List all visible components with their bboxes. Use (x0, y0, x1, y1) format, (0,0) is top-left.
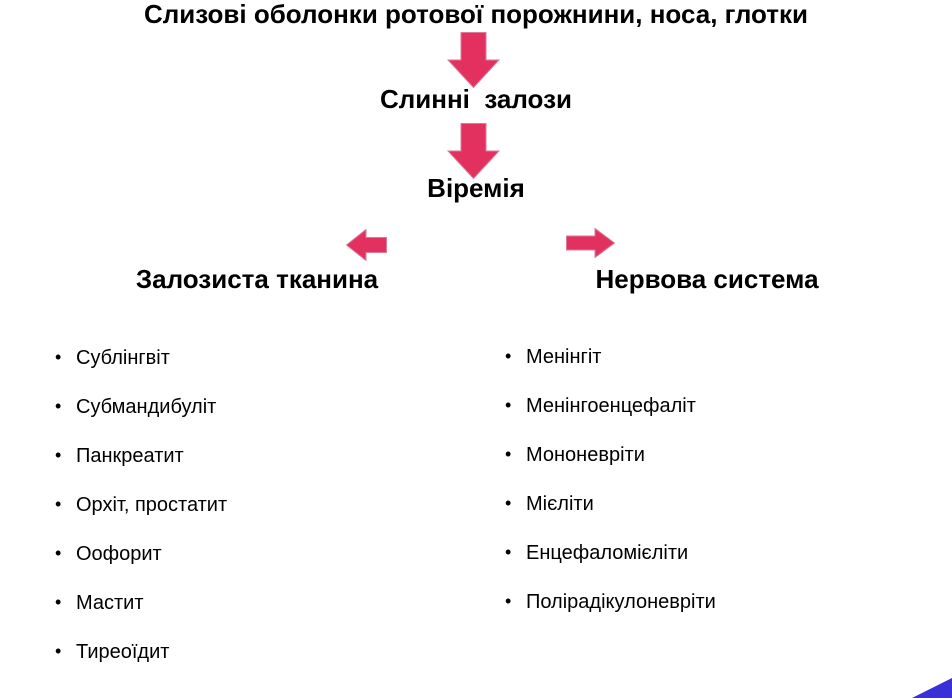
list-item: • Мієліти (505, 480, 716, 529)
bullet-icon: • (55, 543, 62, 563)
bullet-icon: • (55, 494, 62, 514)
left-arrow-shape (346, 229, 387, 261)
bullet-icon: • (505, 346, 512, 366)
list-item: • Панкреатит (55, 432, 227, 481)
flow-step-viremia: Віремія (427, 173, 525, 203)
bullet-icon: • (55, 347, 62, 367)
right-arrow-shape (566, 228, 615, 258)
list-item: • Менінгоенцефаліт (505, 382, 716, 431)
right-arrow-icon (566, 228, 615, 258)
glandular-complications-list: • Сублінгвіт • Субмандибуліт • Панкреатит • Орх… (55, 334, 227, 677)
bullet-icon: • (505, 493, 512, 513)
list-item: • Сублінгвіт (55, 334, 227, 383)
bullet-icon: • (505, 591, 512, 611)
branch-heading-glandular-tissue: Залозиста тканина (135, 264, 379, 294)
list-item-label: Менінгіт (526, 346, 602, 368)
list-item-label: Тиреоїдит (76, 641, 170, 663)
corner-triangle-decoration (912, 678, 952, 698)
list-item: • Орхіт, простатит (55, 481, 227, 530)
down-arrow-icon (447, 123, 500, 179)
list-item-label: Мієліти (526, 493, 594, 515)
bullet-icon: • (505, 395, 512, 415)
bullet-icon: • (55, 445, 62, 465)
list-item: • Тиреоїдит (55, 628, 227, 677)
flow-step-salivary-glands: Слинні залози (379, 84, 573, 114)
list-item-label: Субмандибуліт (76, 396, 217, 418)
bullet-icon: • (505, 542, 512, 562)
bullet-icon: • (55, 641, 62, 661)
list-item-label: Сублінгвіт (76, 347, 170, 369)
bullet-icon: • (55, 592, 62, 612)
list-item: • Субмандибуліт (55, 383, 227, 432)
list-item: • Мононевріти (505, 431, 716, 480)
list-item-label: Мононевріти (526, 444, 645, 466)
list-item-label: Енцефаломієліти (526, 542, 689, 564)
list-item: • Полірадікулоневріти (505, 578, 716, 627)
left-arrow-icon (346, 229, 387, 261)
list-item-label: Менінгоенцефаліт (526, 395, 696, 417)
nervous-complications-list: • Менінгіт • Менінгоенцефаліт • Мононевріти • М… (505, 333, 716, 627)
down-arrow-shape (447, 32, 500, 88)
list-item-label: Панкреатит (76, 445, 184, 467)
down-arrow-shape (447, 123, 500, 179)
list-item: • Менінгіт (505, 333, 716, 382)
list-item-label: Полірадікулоневріти (526, 591, 716, 613)
bullet-icon: • (55, 396, 62, 416)
slide-title: Слизові оболонки ротової порожнини, носа… (144, 0, 808, 29)
list-item: • Оофорит (55, 530, 227, 579)
list-item-label: Мастит (76, 592, 144, 614)
list-item-label: Оофорит (76, 543, 162, 565)
list-item: • Мастит (55, 579, 227, 628)
bullet-icon: • (505, 444, 512, 464)
list-item-label: Орхіт, простатит (76, 494, 228, 516)
branch-heading-nervous-system: Нервова система (595, 264, 819, 294)
down-arrow-icon (447, 32, 500, 88)
list-item: • Енцефаломієліти (505, 529, 716, 578)
